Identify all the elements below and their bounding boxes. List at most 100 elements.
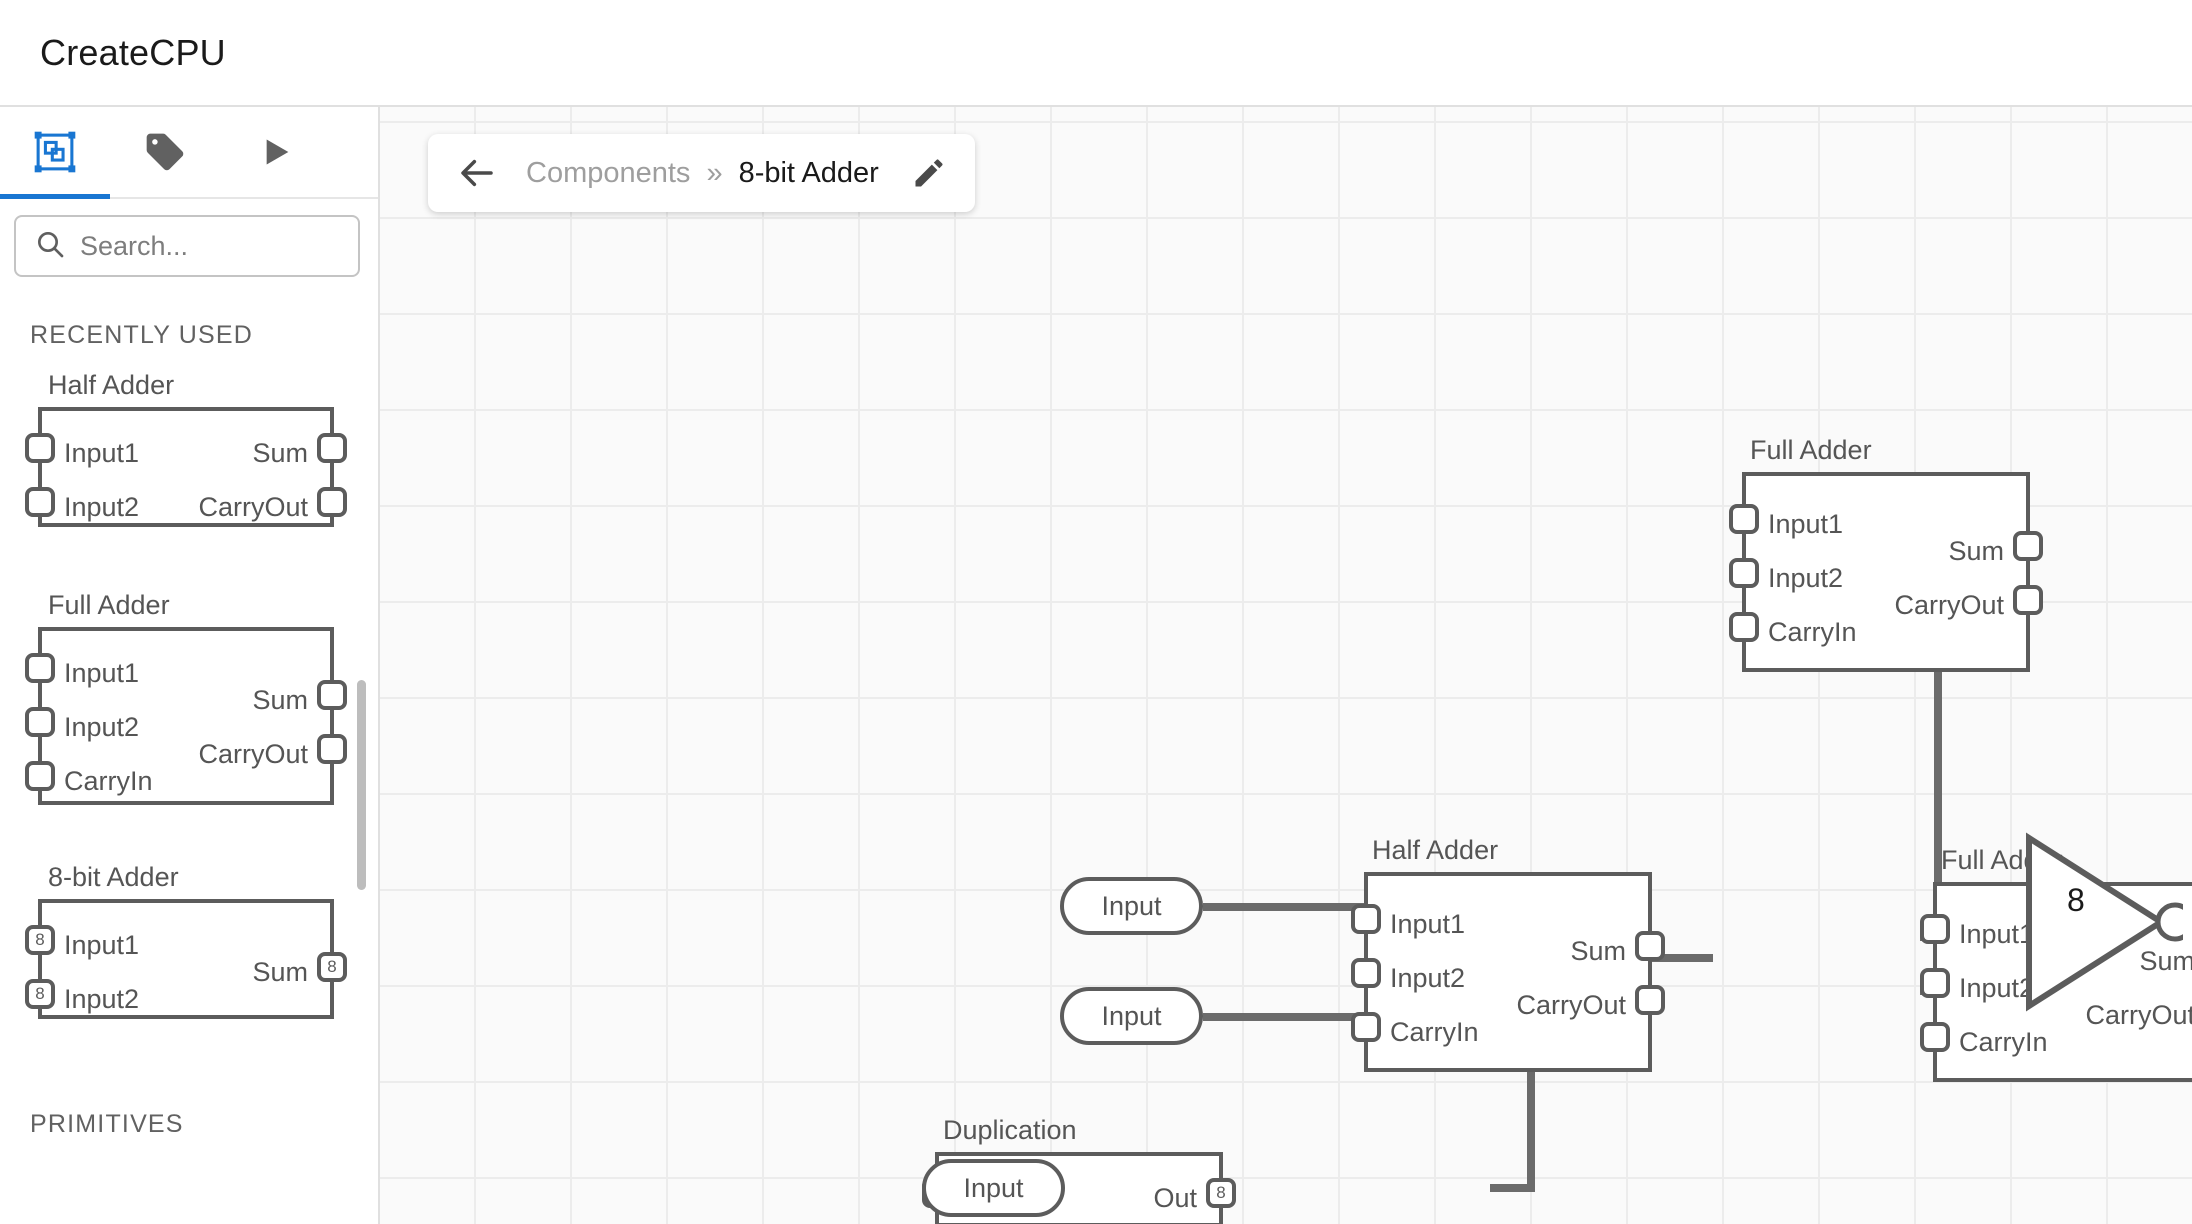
port-label-carryin: CarryIn [1959, 1027, 2048, 1057]
port-label-sum: Sum [1948, 536, 2004, 566]
palette-item-label: Full Adder [48, 590, 170, 620]
app-title: CreateCPU [40, 31, 226, 73]
port-sum[interactable] [2013, 531, 2043, 561]
io-pill-label: Input [1101, 890, 1162, 921]
sidebar-tabs [0, 107, 378, 199]
node-title: Half Adder [1372, 835, 1499, 865]
breadcrumb-current: 8-bit Adder [738, 156, 879, 189]
node-title: Full Adder [1750, 435, 1872, 465]
port-label-input1: Input1 [64, 658, 140, 688]
arrow-left-icon[interactable] [454, 150, 500, 196]
section-primitives: PRIMITIVES [30, 1110, 184, 1138]
port-label-input1: Input1 [1959, 919, 2035, 949]
port-carryin[interactable] [1920, 1022, 1950, 1052]
port-sum[interactable] [317, 680, 347, 710]
component-body: Input1 Input2 CarryIn Sum CarryOut [1351, 872, 1665, 1072]
port-carryout[interactable] [317, 734, 347, 764]
play-icon [255, 132, 295, 172]
port-label-input1: Input1 [1768, 509, 1844, 539]
node-half-adder-mid[interactable]: Half Adder Input1 Input2 CarryIn Sum Car… [1351, 835, 1665, 1072]
tab-components[interactable] [0, 107, 110, 199]
port-label-carryout: CarryOut [198, 739, 308, 769]
port-sum[interactable]: 8 [317, 952, 347, 982]
port-label-carryin: CarryIn [64, 766, 153, 796]
section-recently-used: RECENTLY USED [30, 321, 254, 349]
port-label-sum: Sum [252, 957, 308, 987]
port-input2[interactable] [1351, 958, 1381, 988]
port-input1[interactable] [1920, 914, 1950, 944]
not-gate-label: 8 [2067, 882, 2085, 918]
io-input-pill-3[interactable]: Input [922, 1159, 1065, 1217]
port-label-carryout: CarryOut [1894, 590, 2004, 620]
component-body: 8 Input1 8 Input2 8 Sum [25, 899, 347, 1019]
port-carryout[interactable] [1635, 985, 1665, 1015]
port-carryout[interactable] [2013, 585, 2043, 615]
port-input2[interactable]: 8 [25, 979, 55, 1009]
tab-run[interactable] [220, 107, 330, 197]
palette-item-half-adder[interactable]: Half Adder Input1 Input2 Sum CarryOut [25, 370, 347, 527]
breadcrumb-separator: » [706, 156, 723, 189]
port-label-input2: Input2 [64, 984, 140, 1014]
not-gate-icon [2026, 832, 2192, 1012]
node-title: Duplication [943, 1115, 1077, 1145]
port-input2[interactable] [1920, 968, 1950, 998]
wire-bus-vertical [1934, 555, 1942, 985]
port-carryin[interactable] [25, 761, 55, 791]
wire-duplication-vertical [1527, 954, 1535, 1192]
port-label-input1: Input1 [64, 930, 140, 960]
schematic-canvas[interactable]: Components » 8-bit Adder [380, 107, 2192, 1224]
search-wrap [0, 199, 378, 277]
wire-duplication-out-horizontal [1490, 1184, 1535, 1192]
port-label-carryout: CarryOut [2085, 1000, 2192, 1030]
component-body: Input1 Input2 Sum CarryOut [25, 407, 347, 527]
wire-input2-to-halfadder-carryin [1203, 1013, 1433, 1021]
component-body: Input1 Input2 CarryIn Sum CarryOut [1729, 472, 2043, 672]
port-label-out: Out [1153, 1183, 1197, 1213]
port-label-input2: Input2 [64, 712, 140, 742]
port-input1[interactable] [1351, 904, 1381, 934]
palette-scrollbar[interactable] [357, 680, 366, 890]
search-icon [34, 228, 66, 265]
tab-labels[interactable] [110, 107, 220, 197]
component-palette: Half Adder Input1 Input2 Sum CarryOut Fu [0, 350, 378, 1224]
io-input-pill-1[interactable]: Input [1060, 877, 1203, 935]
search-box[interactable] [14, 215, 360, 277]
io-pill-label: Input [963, 1172, 1024, 1203]
palette-item-label: 8-bit Adder [48, 862, 179, 892]
port-carryout[interactable] [317, 487, 347, 517]
port-out[interactable]: 8 [1206, 1178, 1236, 1208]
port-label-input1: Input1 [64, 438, 140, 468]
port-input2[interactable] [25, 487, 55, 517]
port-label-input2: Input2 [64, 492, 140, 522]
tag-icon [143, 130, 187, 174]
sidebar: RECENTLY USED Half Adder Input1 Input2 S… [0, 107, 380, 1224]
port-sum[interactable] [317, 433, 347, 463]
port-label-input2: Input2 [1959, 973, 2035, 1003]
node-not-gate[interactable]: 8 [2023, 832, 2192, 1012]
port-input1[interactable] [1729, 504, 1759, 534]
port-sum[interactable] [1635, 931, 1665, 961]
port-carryin[interactable] [1351, 1012, 1381, 1042]
node-full-adder-top[interactable]: Full Adder Input1 Input2 CarryIn Sum Car… [1729, 435, 2043, 672]
port-label-input1: Input1 [1390, 909, 1466, 939]
port-input1[interactable] [25, 653, 55, 683]
port-label-carryout: CarryOut [198, 492, 308, 522]
breadcrumb-parent[interactable]: Components [526, 156, 691, 189]
pencil-icon[interactable] [909, 153, 949, 193]
port-input2[interactable] [1729, 558, 1759, 588]
port-input2[interactable] [25, 707, 55, 737]
port-label-sum: Sum [1570, 936, 1626, 966]
port-carryin[interactable] [1729, 612, 1759, 642]
wire-input1-to-halfadder-input1 [1203, 903, 1433, 911]
io-pill-label: Input [1101, 1000, 1162, 1031]
port-label-input2: Input2 [1390, 963, 1466, 993]
port-input1[interactable] [25, 433, 55, 463]
port-input1[interactable]: 8 [25, 925, 55, 955]
search-input[interactable] [80, 230, 340, 262]
port-label-carryin: CarryIn [1390, 1017, 1479, 1047]
io-input-pill-2[interactable]: Input [1060, 987, 1203, 1045]
component-body: Input1 Input2 CarryIn Sum CarryOut [25, 627, 347, 805]
palette-item-full-adder[interactable]: Full Adder Input1 Input2 CarryIn Sum Car… [25, 590, 347, 805]
palette-item-8bit-adder[interactable]: 8-bit Adder 8 Input1 8 Input2 8 Sum [25, 862, 347, 1019]
